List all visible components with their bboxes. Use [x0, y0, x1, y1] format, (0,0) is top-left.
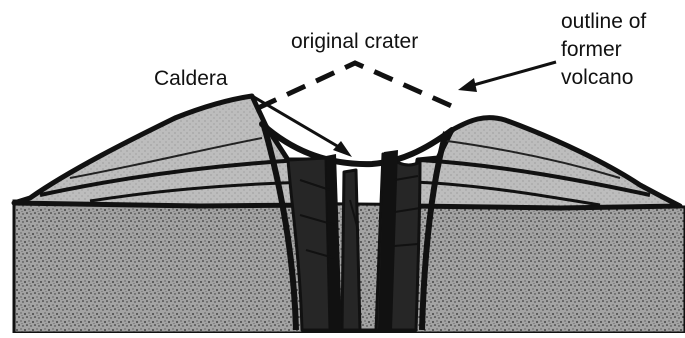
vent-conduit — [288, 154, 420, 330]
former-volcano-label-line1: outline of — [561, 8, 646, 36]
former-volcano-label-line3: volcano — [561, 64, 646, 92]
former-volcano-outline — [258, 63, 456, 108]
former-volcano-label: outline of former volcano — [561, 8, 646, 92]
caldera-label: Caldera — [154, 68, 228, 90]
former-volcano-label-line2: former — [561, 36, 646, 64]
original-crater-label: original crater — [291, 31, 418, 53]
outline-arrowhead — [458, 78, 477, 92]
outline-arrow — [470, 62, 556, 86]
